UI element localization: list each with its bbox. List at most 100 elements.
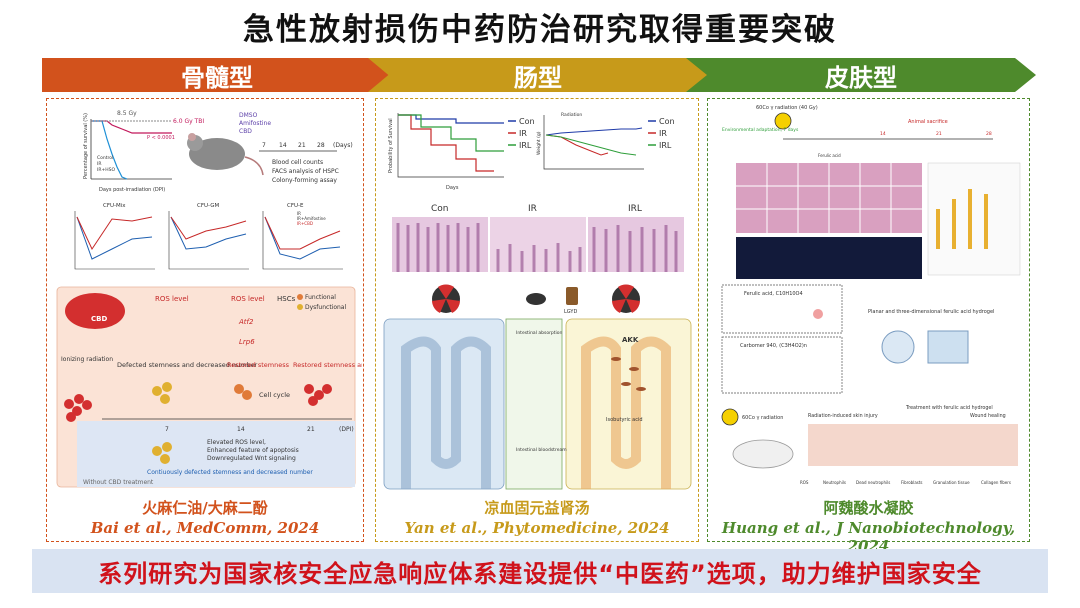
gut-lgyd: LGYD — [564, 309, 577, 315]
bm-elevated-2: Enhanced feature of apoptosis — [207, 447, 299, 454]
intestinal-panel: Probability of Survival Days Con IR IRL … — [375, 98, 699, 542]
intestinal-figure: Probability of Survival Days Con IR IRL … — [383, 112, 692, 490]
skin-day-28: 28 — [986, 131, 992, 137]
bm-legend-hso: IR+HSO — [97, 167, 115, 173]
bone-marrow-figure: 8.5 Gy P < 0.0001 Percentage of survival… — [56, 110, 362, 488]
bm-ros-2: ROS level — [231, 295, 265, 303]
gut-legend-con: Con — [519, 117, 535, 126]
bm-group-cbd: CBD — [239, 128, 252, 135]
gut-weight-plot: Radiation Weight (g) Con IR IRL — [536, 112, 675, 170]
bone-marrow-panel: 8.5 Gy P < 0.0001 Percentage of survival… — [46, 98, 364, 542]
cfu-legend-ir: IR — [297, 211, 301, 216]
gut-weight-ylabel: Weight (g) — [536, 131, 542, 155]
bm-legend-ir: IR — [97, 161, 101, 167]
bm-tl-7: 7 — [165, 426, 169, 433]
bm-tbi: 6.0 Gy TBI — [173, 118, 204, 125]
bm-functional: Functional — [305, 294, 336, 301]
radiation-hazard-icon-3 — [774, 112, 792, 130]
cfu-legend-cbd: IR+CBD — [297, 221, 313, 226]
skin-mechanism-diagram: 60Co γ radiation Radiation-induced skin … — [721, 405, 1018, 485]
histo-con: Con — [431, 204, 449, 214]
gut-weight-legend-con: Con — [659, 117, 675, 126]
skin-radiation-top: 60Co γ radiation (40 Gy) — [756, 105, 818, 111]
bm-atf2: Atf2 — [238, 318, 254, 326]
bm-ros-1: ROS level — [155, 295, 189, 303]
conclusion-banner: 系列研究为国家核安全应急响应体系建设提供“中医药”选项，助力维护国家安全 — [32, 549, 1048, 593]
skin-panel: 60Co γ radiation (40 Gy) Environmental a… — [707, 98, 1030, 555]
gut-weight-legend-irl: IRL — [659, 141, 672, 150]
skin-day-14: 14 — [880, 131, 886, 137]
skin-sacrifice: Animal sacrifice — [908, 119, 948, 125]
skin-figure: 60Co γ radiation (40 Gy) Environmental a… — [721, 105, 1021, 485]
cfu-mix-title: CFU-Mix — [103, 203, 126, 209]
bm-tl-14: 14 — [237, 426, 245, 433]
gut-histology-row: Con IR IRL — [392, 204, 684, 272]
skin-treatment: Treatment with ferulic acid hydrogel — [905, 405, 993, 411]
mouse-icon — [526, 293, 546, 305]
skin-timeline: 60Co γ radiation (40 Gy) Environmental a… — [722, 105, 993, 158]
bm-survival-ylabel: Percentage of survival (%) — [83, 113, 89, 179]
bm-defected: Defected stemness and decreased number — [117, 361, 258, 369]
bm-day-7: 7 — [262, 142, 266, 149]
bm-reference: Bai et al., MedComm, 2024 — [90, 519, 320, 537]
bm-group-dmso: DMSO — [239, 112, 258, 119]
skin-injury: Radiation-induced skin injury — [808, 413, 878, 419]
gut-bloodstream: Intestinal bloodstream — [516, 447, 567, 453]
skin-ferulic-timeline: Ferulic acid — [818, 153, 841, 158]
gut-xlabel: Days — [446, 185, 459, 191]
bm-day-14: 14 — [279, 142, 287, 149]
bm-legend-control: Control — [97, 155, 113, 161]
histo-irl: IRL — [628, 204, 642, 214]
section-arrow-intestinal: 肠型 — [368, 58, 708, 92]
bm-survival-xlabel: Days post-irradiation (DPI) — [99, 187, 165, 193]
bm-day-timeline: 7 14 21 28 (Days) Blood cell counts FACS… — [259, 142, 353, 184]
gut-survival-ylabel: Probability of Survival — [388, 118, 394, 173]
bm-dose: 8.5 Gy — [117, 110, 137, 117]
gut-isobutyric: Isobutyric acid — [606, 417, 643, 423]
bm-survival-plot: 8.5 Gy P < 0.0001 Percentage of survival… — [83, 110, 175, 193]
bm-dysfunctional: Dysfunctional — [305, 304, 346, 311]
skin-co: 60Co γ radiation — [742, 415, 783, 421]
cfu-e-title: CFU-E — [287, 203, 304, 209]
gut-legend-ir: IR — [519, 129, 527, 138]
bm-assay-blood: Blood cell counts — [272, 159, 323, 166]
bm-continuous: Contiuously defected stemness and decrea… — [147, 469, 313, 476]
cfu-gm-title: CFU-GM — [197, 203, 219, 209]
gut-weight-legend-ir: IR — [659, 129, 667, 138]
bm-tl-dpi: (DPI) — [339, 426, 354, 433]
skin-day-21: 21 — [936, 131, 942, 137]
skin-cell-collagen: Collagen fibers — [981, 480, 1011, 485]
skin-histology-grid — [736, 162, 1021, 279]
skin-cell-dead-neutrophils: Dead neutrophils — [856, 480, 890, 485]
skin-cell-granulation: Granulation tissue — [933, 480, 970, 485]
bm-day-21: 21 — [298, 142, 306, 149]
skin-cell-neutrophils: Neutrophils — [823, 480, 846, 485]
bm-lrp6: Lrp6 — [239, 338, 255, 346]
rat-icon — [732, 439, 794, 469]
histo-ir: IR — [528, 204, 537, 214]
gut-radiation: Radiation — [561, 112, 582, 118]
bm-group-amifostine: Amifostine — [239, 120, 271, 127]
gut-reference: Yan et al., Phytomedicine, 2024 — [404, 519, 670, 537]
bm-cbd-label: CBD — [91, 315, 107, 323]
bm-pval: P < 0.0001 — [147, 135, 175, 141]
bm-caption: 火麻仁油/大麻二酚 — [142, 499, 268, 517]
skin-healing: Wound healing — [970, 413, 1006, 419]
section-arrow-bone-marrow: 骨髓型 — [42, 58, 392, 92]
skin-caption: 阿魏酸水凝胶 — [823, 499, 914, 517]
gut-caption: 凉血固元益肾汤 — [484, 499, 590, 517]
bm-day-28: 28 — [317, 142, 325, 149]
bm-mechanism-diagram: CBD ROS level ROS level HSCs Functional … — [56, 286, 362, 488]
bm-mouse-illustration: 6.0 Gy TBI DMSO Amifostine CBD — [173, 112, 271, 176]
bm-cfu-plots: CFU-Mix CFU-GM CFU-E IR IR+Amifostine IR… — [74, 203, 343, 270]
gut-legend-irl: IRL — [519, 141, 532, 150]
gut-absorption: Intestinal absorption — [516, 330, 563, 336]
skin-ferulic: Ferulic acid, C10H10O4 — [744, 291, 803, 297]
radiation-hazard-icon-4 — [721, 408, 739, 426]
section-arrow-skin: 皮肤型 — [686, 58, 1036, 92]
cfu-legend-amifostine: IR+Amifostine — [297, 216, 326, 221]
bm-ionizing: Ionizing radiation — [61, 356, 113, 363]
gut-akk: AKK — [622, 336, 639, 344]
bm-without: Without CBD treatment — [83, 479, 154, 486]
skin-carbomer: Carbomer 940, (C3H4O2)n — [740, 343, 807, 349]
